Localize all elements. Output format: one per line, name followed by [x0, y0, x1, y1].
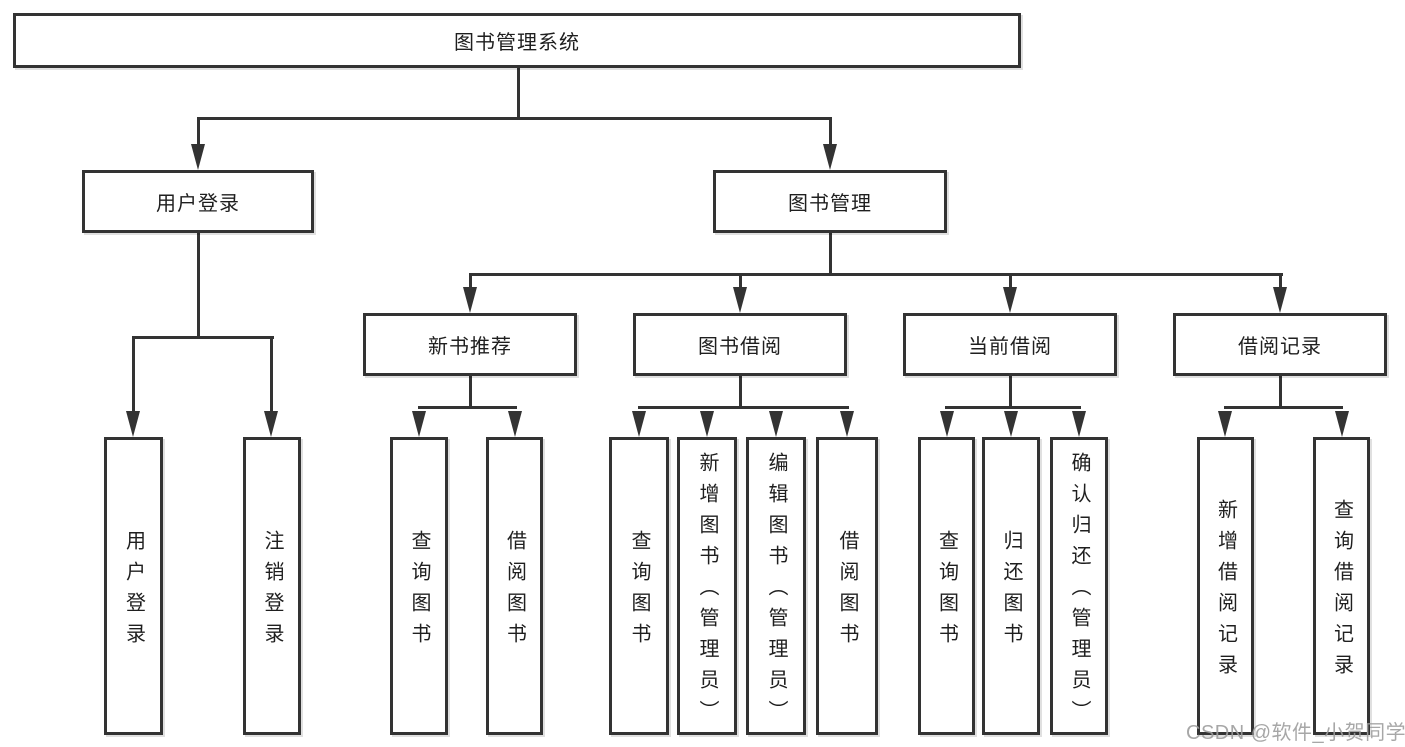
arrow-leaf-icon — [632, 411, 646, 437]
connector-level2-horizontal — [469, 273, 1283, 276]
arrow-to-user-login-icon — [191, 144, 205, 170]
arrow-leaf-icon — [1335, 411, 1349, 437]
node-edit-book-admin: 编辑图书（管理员） — [746, 437, 806, 735]
arrow-to-login-leaf-icon — [126, 411, 140, 437]
node-add-borrow-record: 新增借阅记录 — [1197, 437, 1254, 735]
node-label: 查询图书 — [408, 529, 430, 654]
node-query-books-current: 查询图书 — [918, 437, 975, 735]
arrow-to-borrow-records-icon — [1273, 287, 1287, 313]
node-label: 新增借阅记录 — [1214, 498, 1237, 685]
arrow-leaf-icon — [1072, 411, 1086, 437]
arrow-to-current-borrow-icon — [1003, 287, 1017, 313]
node-label: 新书推荐 — [428, 336, 512, 358]
connector-root-stem — [517, 68, 520, 120]
arrow-leaf-icon — [700, 411, 714, 437]
connector-book-borrow-stem — [739, 376, 742, 409]
node-library-management-system: 图书管理系统 — [13, 13, 1021, 68]
arrow-leaf-icon — [508, 411, 522, 437]
node-confirm-return-admin: 确认归还（管理员） — [1050, 437, 1108, 735]
node-label: 用户登录 — [156, 193, 240, 215]
node-label: 归还图书 — [1000, 529, 1022, 654]
connector-current-borrow-stem — [1009, 376, 1012, 409]
node-query-borrow-record: 查询借阅记录 — [1313, 437, 1370, 735]
connector-borrow-records-stem — [1279, 376, 1282, 409]
node-query-books-borrow: 查询图书 — [609, 437, 669, 735]
node-label: 用户登录 — [122, 529, 145, 654]
csdn-watermark: CSDN @软件_小贺同学 — [1186, 722, 1405, 744]
node-label: 查询图书 — [628, 529, 650, 654]
connector-current-borrow-horizontal — [945, 406, 1081, 409]
connector-book-borrow-drop — [739, 276, 742, 288]
arrow-leaf-icon — [769, 411, 783, 437]
connector-user-login-drop — [197, 117, 200, 146]
node-return-books: 归还图书 — [982, 437, 1040, 735]
node-user-login: 用户登录 — [82, 170, 314, 233]
node-borrow-records: 借阅记录 — [1173, 313, 1387, 376]
node-label: 查询图书 — [935, 529, 958, 654]
connector-new-book-drop — [469, 276, 472, 288]
arrow-leaf-icon — [412, 411, 426, 437]
arrow-to-book-borrow-icon — [733, 287, 747, 313]
node-label: 新增图书（管理员） — [696, 452, 718, 731]
arrow-leaf-icon — [1004, 411, 1018, 437]
connector-current-borrow-drop — [1009, 276, 1012, 288]
node-borrow-books-leaf: 借阅图书 — [816, 437, 878, 735]
node-current-borrow: 当前借阅 — [903, 313, 1117, 376]
node-book-management: 图书管理 — [713, 170, 947, 233]
node-logout: 注销登录 — [243, 437, 301, 735]
connector-user-login-horizontal — [132, 336, 274, 339]
node-label: 当前借阅 — [968, 336, 1052, 358]
node-borrow-books-recommend: 借阅图书 — [486, 437, 543, 735]
connector-login-leaf-drop — [132, 336, 135, 412]
connector-book-management-stem — [829, 233, 832, 276]
node-user-login-leaf: 用户登录 — [104, 437, 163, 735]
node-query-books-recommend: 查询图书 — [390, 437, 448, 735]
node-new-book-recommend: 新书推荐 — [363, 313, 577, 376]
connector-book-management-drop — [829, 117, 832, 146]
connector-borrow-records-drop — [1279, 276, 1282, 288]
arrow-to-new-book-icon — [463, 287, 477, 313]
node-label: 确认归还（管理员） — [1068, 452, 1090, 731]
arrow-to-logout-leaf-icon — [264, 411, 278, 437]
node-add-book-admin: 新增图书（管理员） — [677, 437, 737, 735]
arrow-leaf-icon — [940, 411, 954, 437]
node-label: 编辑图书（管理员） — [765, 452, 787, 731]
connector-new-book-horizontal — [418, 406, 517, 409]
connector-level1-horizontal — [197, 117, 832, 120]
node-label: 图书管理 — [788, 193, 872, 215]
arrow-leaf-icon — [840, 411, 854, 437]
connector-book-borrow-horizontal — [638, 406, 849, 409]
arrow-leaf-icon — [1218, 411, 1232, 437]
connector-borrow-records-horizontal — [1224, 406, 1343, 409]
arrow-to-book-management-icon — [823, 144, 837, 170]
node-label: 图书借阅 — [698, 336, 782, 358]
node-book-borrow: 图书借阅 — [633, 313, 847, 376]
node-label: 注销登录 — [261, 529, 283, 654]
connector-logout-leaf-drop — [270, 336, 273, 412]
node-label: 图书管理系统 — [454, 32, 580, 54]
connector-user-login-stem — [197, 233, 200, 339]
node-label: 查询借阅记录 — [1330, 498, 1353, 685]
node-label: 借阅图书 — [836, 529, 858, 654]
node-label: 借阅图书 — [503, 529, 526, 654]
node-label: 借阅记录 — [1238, 336, 1322, 358]
connector-new-book-stem — [469, 376, 472, 409]
